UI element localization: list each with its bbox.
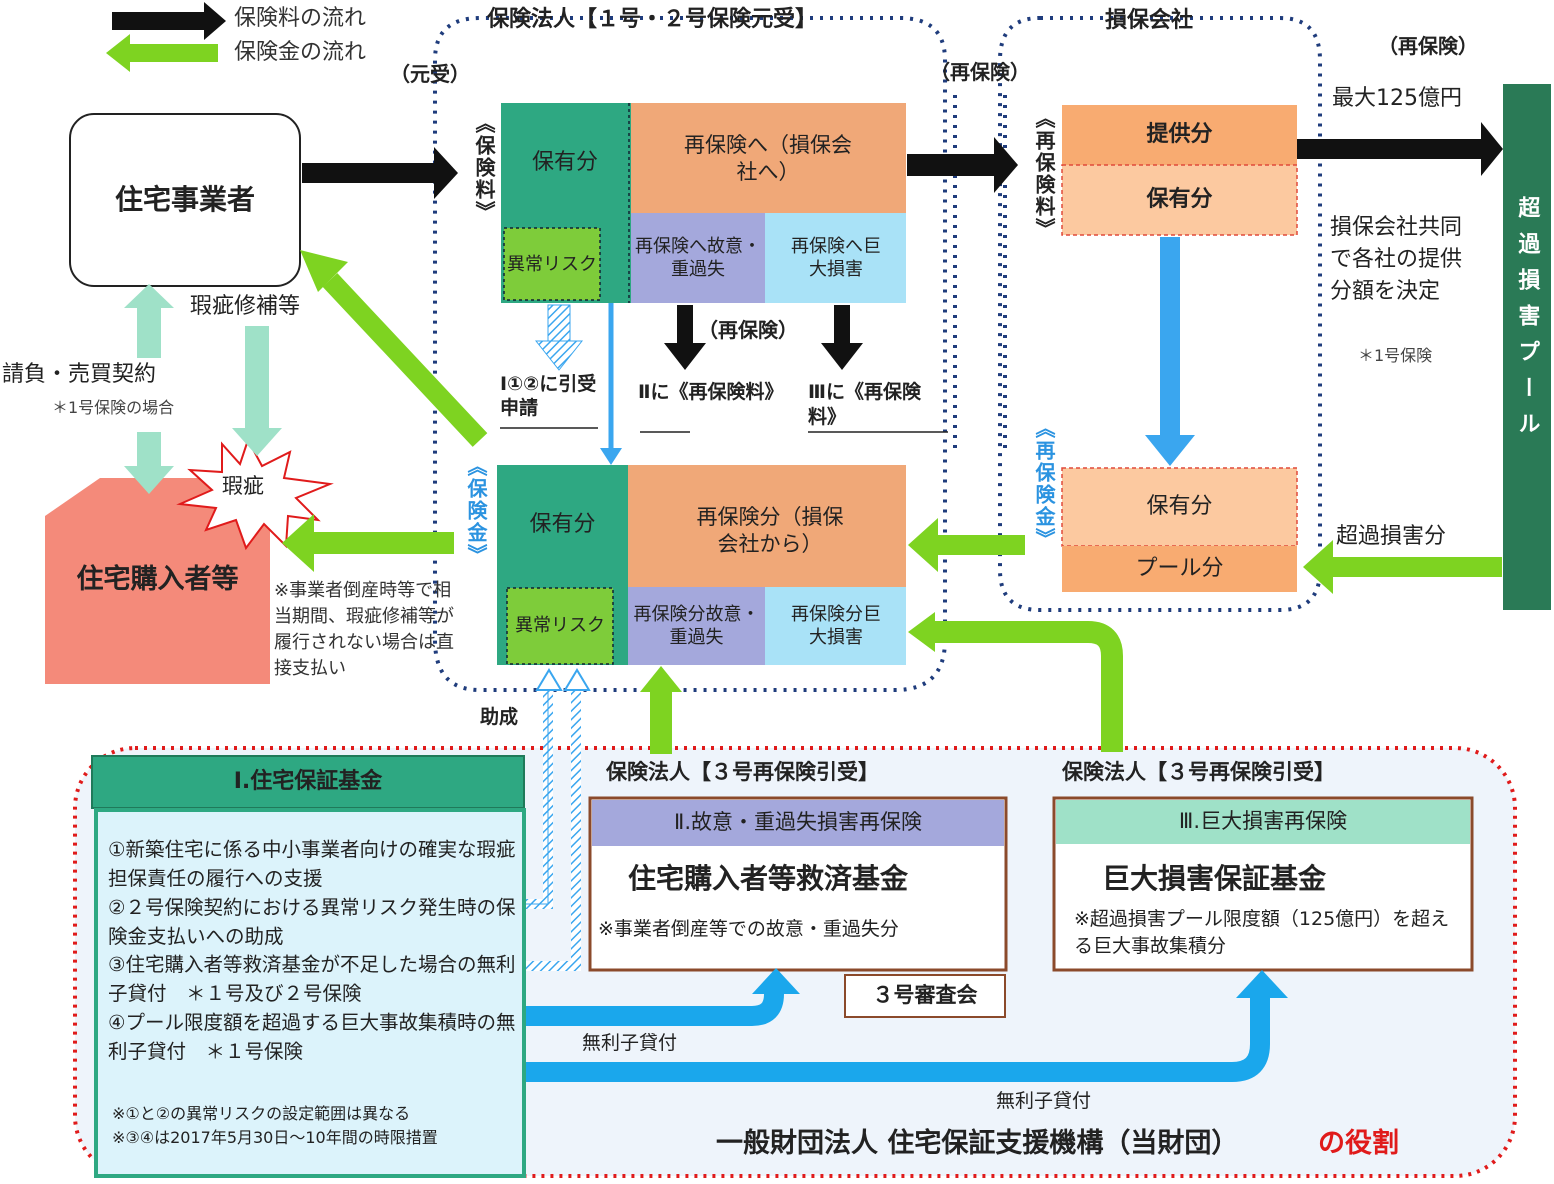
lower-reinsured-intent: 再保険分故意・重過失 (633, 603, 760, 648)
nonlife-provided: 提供分 (1146, 121, 1213, 147)
nonlife-retained-top: 保有分 (1146, 186, 1213, 212)
nonlife-container (998, 16, 1322, 612)
lower-retained: 保有分 (529, 511, 596, 537)
insurer-premium-label: 《保険料》 (472, 113, 496, 223)
pool-bar (1503, 84, 1551, 610)
defect-label: 瑕疵 (222, 474, 264, 498)
nonlife-pool-share: プール分 (1135, 555, 1224, 581)
fund-II-bar: Ⅱ.故意・重過失損害再保険 (673, 810, 922, 835)
fund-I-title: Ⅰ.住宅保証基金 (233, 768, 383, 794)
loan-label-1: 無利子貸付 (582, 1032, 678, 1054)
nonlife-retained-bottom: 保有分 (1146, 493, 1213, 519)
to-II-label: Ⅱに《再保険料》 (638, 381, 784, 403)
legend-premium-arrow (112, 2, 226, 40)
apply-arrow (534, 304, 584, 371)
direct-payment-note: ※事業者倒産時等で相当期間、瑕疵修補等が履行されない場合は直接支払い (274, 580, 454, 680)
contract-arrows (124, 284, 282, 494)
fund-I-item-4: ④プール限度額を超過する巨大事故集積時の無利子貸付 ＊１号保険 (108, 1011, 516, 1064)
upper-retained: 保有分 (531, 149, 598, 175)
subsidy-arrows (522, 668, 591, 971)
builder-name: 住宅事業者 (114, 182, 255, 216)
committee-label: ３号審査会 (872, 983, 978, 1008)
committee-box (844, 974, 1006, 1018)
buyer-name: 住宅購入者等 (76, 564, 239, 596)
legend-premium-label: 保険料の流れ (234, 6, 367, 31)
lower-reinsured: 再保険分（損保会社から） (696, 504, 844, 556)
apply-to-I-label: Ⅰ①②に引受申請 (500, 373, 597, 419)
pool-note: 損保会社共同で各社の提供分額を決定 (1330, 215, 1463, 304)
fund-III-insurer: 保険法人【３号再保険引受】 (1062, 760, 1335, 784)
fund-I-body (94, 808, 526, 1178)
defect-burst (176, 437, 334, 551)
insurer-container (433, 16, 947, 692)
fund-I-item-2: ②２号保険契約における異常リスク発生時の保険金支払いへの助成 (108, 895, 516, 948)
pool-bar-label: 超過損害プール (1514, 196, 1540, 448)
upper-to-intent: 再保険へ故意・重過失 (635, 235, 761, 280)
nonlife-title: 損保会社 (1105, 8, 1194, 33)
fund-I-header (91, 755, 525, 809)
subsidy-label: 助成 (480, 706, 519, 728)
contract-note: ＊1号保険の場合 (52, 398, 175, 417)
pool-excess: 超過損害分 (1336, 524, 1447, 549)
claim-to-buyer-arrow (282, 514, 454, 572)
upper-to-huge: 再保険へ巨大損害 (791, 235, 881, 280)
org-name: 一般財団法人 住宅保証支援機構（当財団） (716, 1128, 1239, 1159)
insurer-claim-label: 《保険金》 (464, 456, 488, 566)
fund-I-note1: ※①と②の異常リスクの設定範囲は異なる (112, 1104, 411, 1123)
org-role: の役割 (1318, 1128, 1399, 1159)
insurer-title: 保険法人【１号・２号保険元受】 (487, 7, 818, 32)
defect-repair-label: 瑕疵修補等 (190, 294, 301, 319)
mid-reinsurance-label: （再保険） (698, 318, 798, 342)
fund-II-insurer: 保険法人【３号再保険引受】 (606, 760, 879, 784)
pool-max-amount: 最大125億円 (1332, 86, 1462, 111)
fund-II-note: ※事業者倒産等での故意・重過失分 (598, 918, 899, 940)
loan-label-2: 無利子貸付 (996, 1090, 1092, 1112)
nonlife-claim-label: 《再保険金》 (1032, 418, 1056, 550)
buyer-box (45, 478, 270, 684)
legend-claim-arrow (106, 34, 218, 72)
nonlife-premium-label: 《再保険料》 (1032, 108, 1056, 240)
pool-reinsurance-label: （再保険） (1378, 34, 1478, 58)
contract-label: 請負・売買契約 (2, 362, 157, 387)
upper-to-reinsurance: 再保険へ（損保会社へ） (684, 132, 852, 184)
fund-III-name: 巨大損害保証基金 (1102, 862, 1327, 895)
pool-note-sub: ＊1号保険 (1358, 346, 1433, 365)
motouke-label: （元受） (390, 62, 470, 86)
builder-box (69, 113, 301, 287)
fund-III-bar: Ⅲ.巨大損害再保険 (1178, 809, 1348, 834)
fund-II-name: 住宅購入者等救済基金 (628, 862, 909, 895)
fund-I-item-1: ①新築住宅に係る中小事業者向けの確実な瑕疵担保責任の履行への支援 (108, 838, 516, 890)
claim-to-builder-arrow (300, 250, 488, 447)
fund-III-note: ※超過損害プール限度額（125億円）を超える巨大事故集積分 (1074, 908, 1450, 957)
to-III-label: Ⅲに《再保険料》 (808, 381, 921, 428)
legend-claim-label: 保険金の流れ (234, 40, 367, 65)
lower-reinsured-huge: 再保険分巨大損害 (791, 603, 881, 648)
fund-I-item-3: ③住宅購入者等救済基金が不足した場合の無利子貸付 ＊１号及び２号保険 (108, 953, 516, 1006)
fund-I-list: ①新築住宅に係る中小事業者向けの確実な瑕疵担保責任の履行への支援 ②２号保険契約… (108, 836, 516, 1067)
upper-abnormal-risk: 異常リスク (507, 254, 597, 276)
lower-abnormal-risk: 異常リスク (515, 615, 605, 637)
reinsurance-label: （再保険） (930, 60, 1030, 84)
fund-I-note2: ※③④は2017年5月30日～10年間の時限措置 (112, 1128, 438, 1147)
